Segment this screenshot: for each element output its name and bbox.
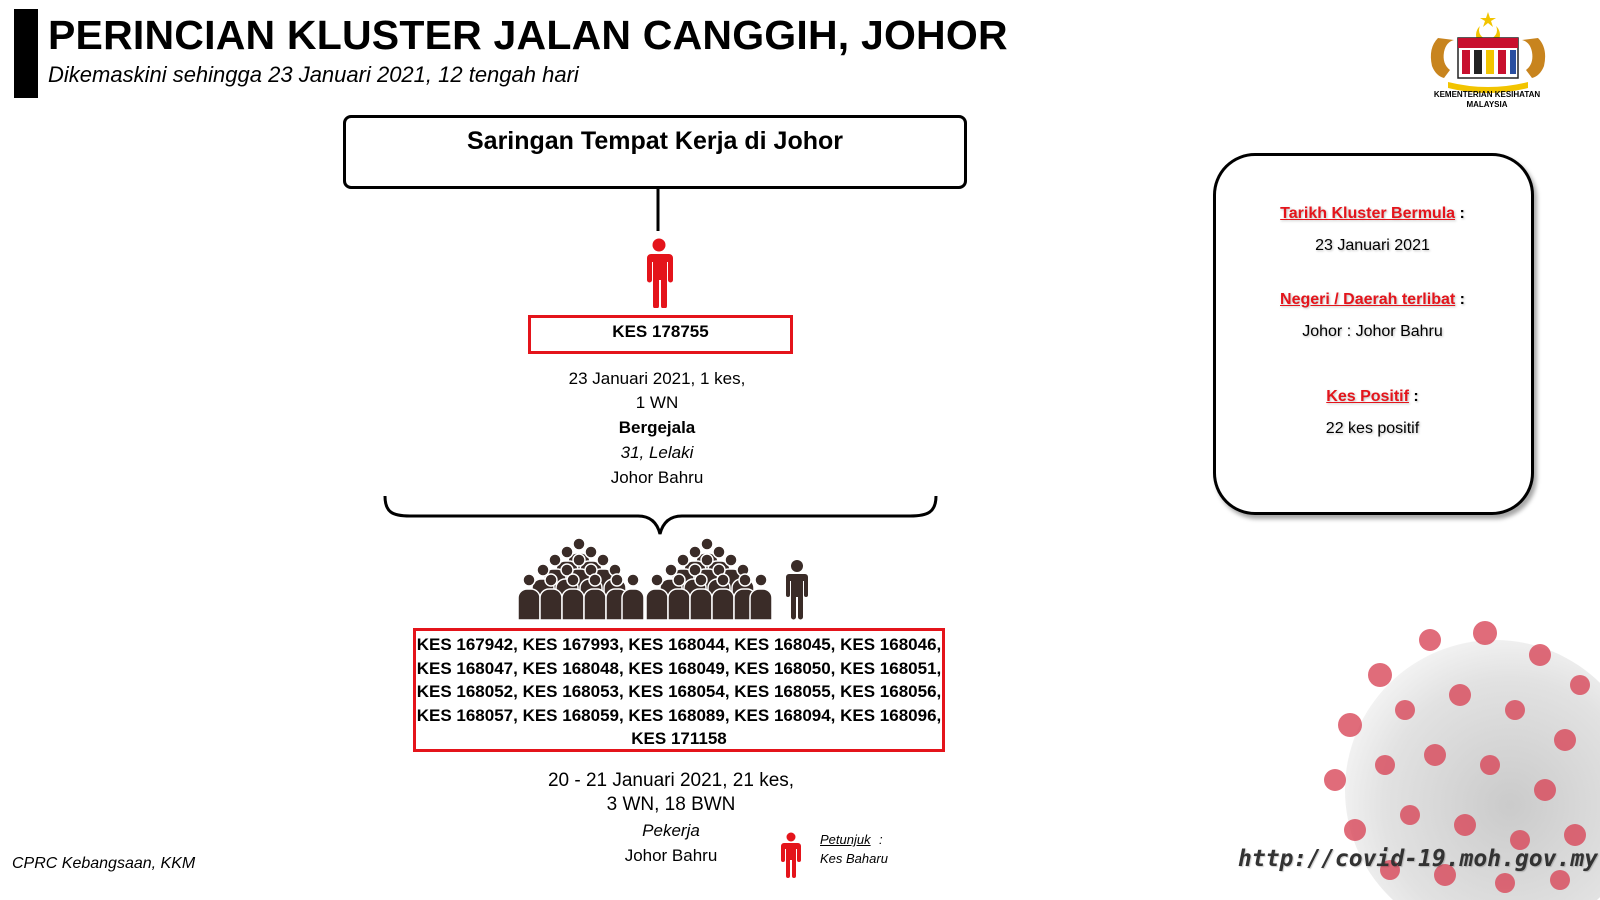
title-accent-bar [14,9,38,98]
index-case-age-gender: 31, Lelaki [620,443,694,462]
page-subtitle: Dikemaskini sehingga 23 Januari 2021, 12… [48,62,579,87]
summary-state-heading-text: Negeri / Daerah terlibat [1280,291,1456,308]
page-title: PERINCIAN KLUSTER JALAN CANGGIH, JOHOR [48,12,1008,58]
summary-colon: : [1459,205,1465,222]
summary-colon: : [1459,291,1465,308]
footer-source: CPRC Kebangsaan, KKM [12,855,196,872]
contacts-case-line: KES 171158 [631,729,727,749]
summary-positive-heading-text: Kes Positif [1326,388,1409,405]
index-case-nationality: 1 WN [635,393,679,412]
contacts-case-line: KES 167942, KES 167993, KES 168044, KES … [416,635,942,654]
contacts-case-line: KES 168057, KES 168059, KES 168089, KES … [416,705,942,725]
index-case-label: KES 178755 [612,322,709,341]
summary-start-value: 23 Januari 2021 [1315,237,1430,254]
contacts-occupation: Pekerja [642,821,700,840]
virus-decoration-icon [1324,621,1600,900]
summary-positive-heading: Kes Positif : [1213,388,1532,406]
person-red-icon [647,238,673,308]
source-label: Saringan Tempat Kerja di Johor [466,127,843,155]
index-case-date: 23 Januari 2021, 1 kes, [568,369,746,388]
contacts-nationality: 3 WN, 18 BWN [606,794,736,815]
summary-state-heading: Negeri / Daerah terlibat : [1213,291,1532,309]
legend-label: Kes Baharu [820,851,888,866]
crowd-icon [517,538,808,621]
contacts-case-list: KES 167942, KES 167993, KES 168044, KES … [413,633,945,751]
legend-title-colon: : [879,832,883,847]
summary-start-heading: Tarikh Kluster Bermula : [1213,205,1532,223]
index-case-location: Johor Bahru [610,468,704,487]
footer-url-link[interactable]: http://covid-19.moh.gov.my [1238,846,1599,872]
logo-text-line2: MALAYSIA [1466,100,1508,109]
index-case-symptom: Bergejala [618,418,696,437]
index-case-box [528,315,793,354]
contacts-date: 20 - 21 Januari 2021, 21 kes, [547,770,795,791]
summary-positive-value: 22 kes positif [1325,420,1420,437]
summary-start-heading-text: Tarikh Kluster Bermula [1280,205,1456,222]
contacts-box [413,628,945,752]
contacts-location: Johor Bahru [624,846,718,865]
contacts-case-line: KES 168047, KES 168048, KES 168049, KES … [416,658,942,678]
summary-colon: : [1413,388,1419,405]
source-box [343,115,967,189]
malaysia-coat-of-arms-icon [1430,12,1546,93]
summary-state-value: Johor : Johor Bahru [1302,323,1443,340]
logo-text-line1: KEMENTERIAN KESIHATAN [1433,90,1541,99]
legend-person-red-icon [781,832,801,878]
contacts-case-line: KES 168052, KES 168053, KES 168054, KES … [416,682,942,702]
legend-title: Petunjuk [820,832,871,847]
summary-panel [1213,153,1534,515]
brace-connector [383,495,938,535]
